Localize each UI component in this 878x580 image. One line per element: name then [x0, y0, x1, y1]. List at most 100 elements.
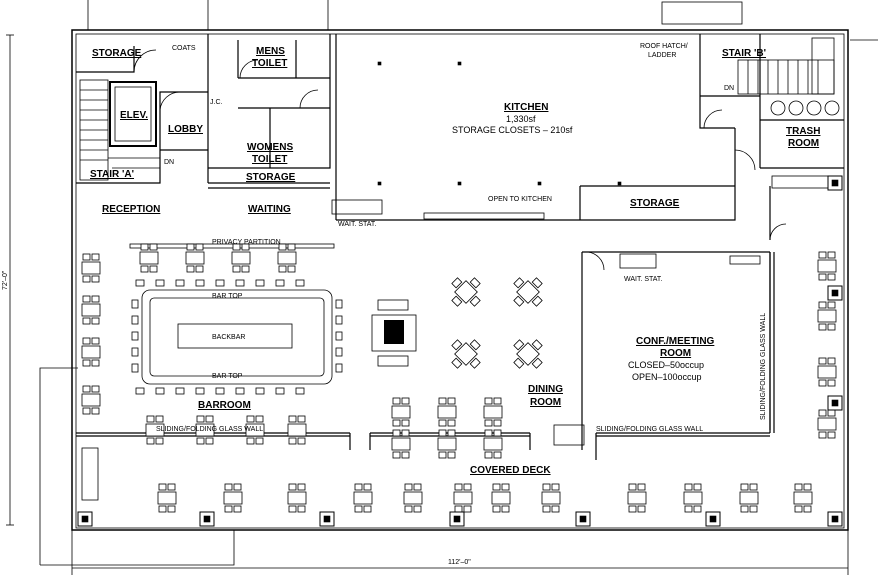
elev-label: ELEV.	[120, 110, 148, 121]
table	[403, 491, 423, 505]
chair	[513, 277, 525, 289]
chair	[637, 505, 646, 513]
chair	[492, 505, 501, 513]
table-set	[223, 483, 243, 513]
chair	[803, 505, 812, 513]
table	[437, 405, 457, 419]
chair	[401, 397, 410, 405]
privacy-partition	[129, 243, 335, 249]
chair	[91, 337, 100, 345]
table	[516, 342, 540, 366]
dn-a-label: DN	[164, 159, 174, 166]
table	[793, 491, 813, 505]
chair	[363, 483, 372, 491]
chair	[684, 483, 693, 491]
bar-stool	[195, 279, 205, 287]
chair	[146, 437, 155, 445]
trash-room-label: ROOM	[788, 138, 819, 149]
table	[817, 259, 837, 273]
table	[516, 280, 540, 304]
table-set	[231, 243, 251, 273]
table-set	[403, 483, 423, 513]
chair	[794, 505, 803, 513]
dining-room-label: ROOM	[530, 397, 561, 408]
bar-stool	[131, 363, 139, 373]
chair	[438, 419, 447, 427]
mens-toilet-label: TOILET	[252, 58, 287, 69]
storage-tl-label: STORAGE	[92, 48, 142, 59]
table-set	[145, 415, 165, 445]
table	[627, 491, 647, 505]
chair	[749, 483, 758, 491]
wait-stat-1-label: WAIT. STAT.	[338, 221, 376, 228]
bar-stool	[131, 299, 139, 309]
bar-stool	[295, 279, 305, 287]
dimension-lines	[6, 0, 878, 575]
chair	[484, 419, 493, 427]
chair	[401, 419, 410, 427]
column-core	[453, 515, 461, 523]
dimension-horizontal-label: 112'–0"	[448, 559, 471, 566]
chair	[484, 451, 493, 459]
chair	[392, 397, 401, 405]
chair	[401, 429, 410, 437]
chair	[224, 483, 233, 491]
bar-stool	[335, 299, 343, 309]
bar-top-2-label: BAR TOP	[212, 373, 243, 380]
chair	[255, 437, 264, 445]
chair	[232, 265, 241, 273]
chair	[531, 277, 543, 289]
table	[139, 251, 159, 265]
chair	[501, 505, 510, 513]
chair	[82, 295, 91, 303]
open-occupancy-label: OPEN–100occup	[632, 372, 702, 382]
chair	[186, 265, 195, 273]
kitchen-column-markers	[377, 61, 622, 186]
chair	[287, 265, 296, 273]
table	[223, 491, 243, 505]
mens-label: MENS	[256, 46, 285, 57]
table	[287, 423, 307, 437]
chair	[469, 357, 481, 369]
chair	[287, 243, 296, 251]
chair	[297, 415, 306, 423]
table	[195, 423, 215, 437]
chair	[288, 437, 297, 445]
chair	[451, 357, 463, 369]
table	[185, 251, 205, 265]
table	[453, 491, 473, 505]
chair	[827, 431, 836, 439]
chair	[513, 339, 525, 351]
table	[483, 405, 503, 419]
bar-stool	[335, 315, 343, 325]
bar-top-1-label: BAR TOP	[212, 293, 243, 300]
chair	[818, 357, 827, 365]
chair	[628, 505, 637, 513]
waiting-label: WAITING	[248, 204, 291, 215]
chair	[693, 505, 702, 513]
table	[287, 491, 307, 505]
chair	[827, 301, 836, 309]
elevator	[109, 81, 157, 147]
table-set	[139, 243, 159, 273]
wait-stat-2-label: WAIT. STAT.	[624, 276, 662, 283]
barroom-label: BARROOM	[198, 400, 251, 411]
table	[81, 345, 101, 359]
chair	[513, 357, 525, 369]
table-set	[195, 415, 215, 445]
chair	[297, 437, 306, 445]
glass-wall-1-label: SLIDING/FOLDING GLASS WALL	[156, 426, 263, 433]
ladder-label: LADDER	[648, 52, 676, 59]
chair	[818, 273, 827, 281]
bar-stool	[235, 279, 245, 287]
chair	[827, 357, 836, 365]
chair	[469, 339, 481, 351]
bar-stool	[155, 279, 165, 287]
table	[437, 437, 457, 451]
chair	[82, 359, 91, 367]
table	[817, 365, 837, 379]
chair	[149, 243, 158, 251]
womens-label: WOMENS	[247, 142, 293, 153]
chair	[91, 253, 100, 261]
chair	[233, 483, 242, 491]
